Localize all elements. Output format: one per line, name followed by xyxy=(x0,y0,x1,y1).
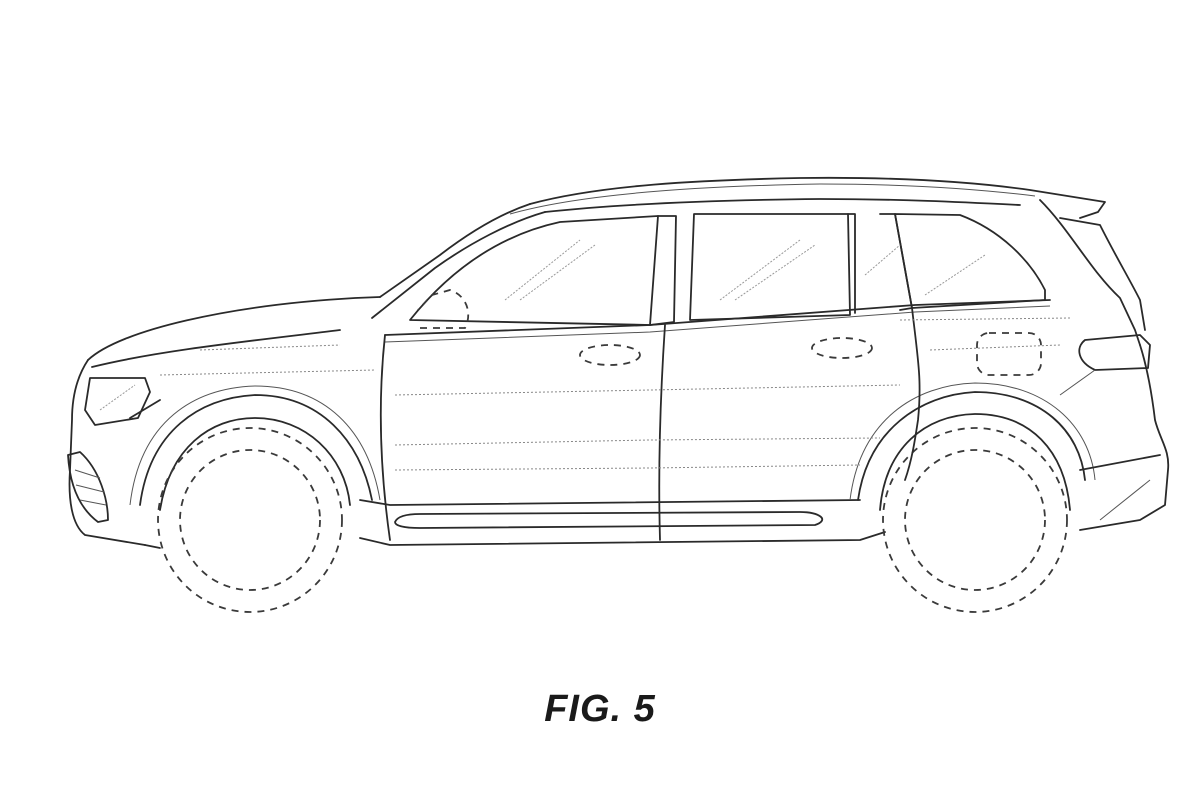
front-window xyxy=(409,215,659,326)
front-door-handle xyxy=(579,344,641,366)
body-outline xyxy=(68,176,1170,549)
front-intake xyxy=(67,451,109,523)
rear-wheel xyxy=(882,427,1068,613)
headlight xyxy=(84,377,151,426)
front-door xyxy=(379,334,391,541)
door-split xyxy=(658,324,666,541)
front-wheel-arch xyxy=(129,385,381,511)
fuel-door xyxy=(976,332,1042,376)
figure-label: FIG. 5 xyxy=(544,688,656,730)
rear-door-window xyxy=(689,213,851,321)
side-mirror xyxy=(417,289,470,329)
rear-quarter-window xyxy=(894,213,1046,309)
windows xyxy=(409,213,1046,326)
front-wheel xyxy=(157,427,343,613)
tail-light xyxy=(1078,334,1151,371)
rear-door-handle xyxy=(811,337,873,359)
rear-wheel-arch xyxy=(849,382,1096,511)
surface-shading xyxy=(159,317,1071,529)
rear-door xyxy=(904,307,921,481)
c-pillar xyxy=(847,213,856,314)
